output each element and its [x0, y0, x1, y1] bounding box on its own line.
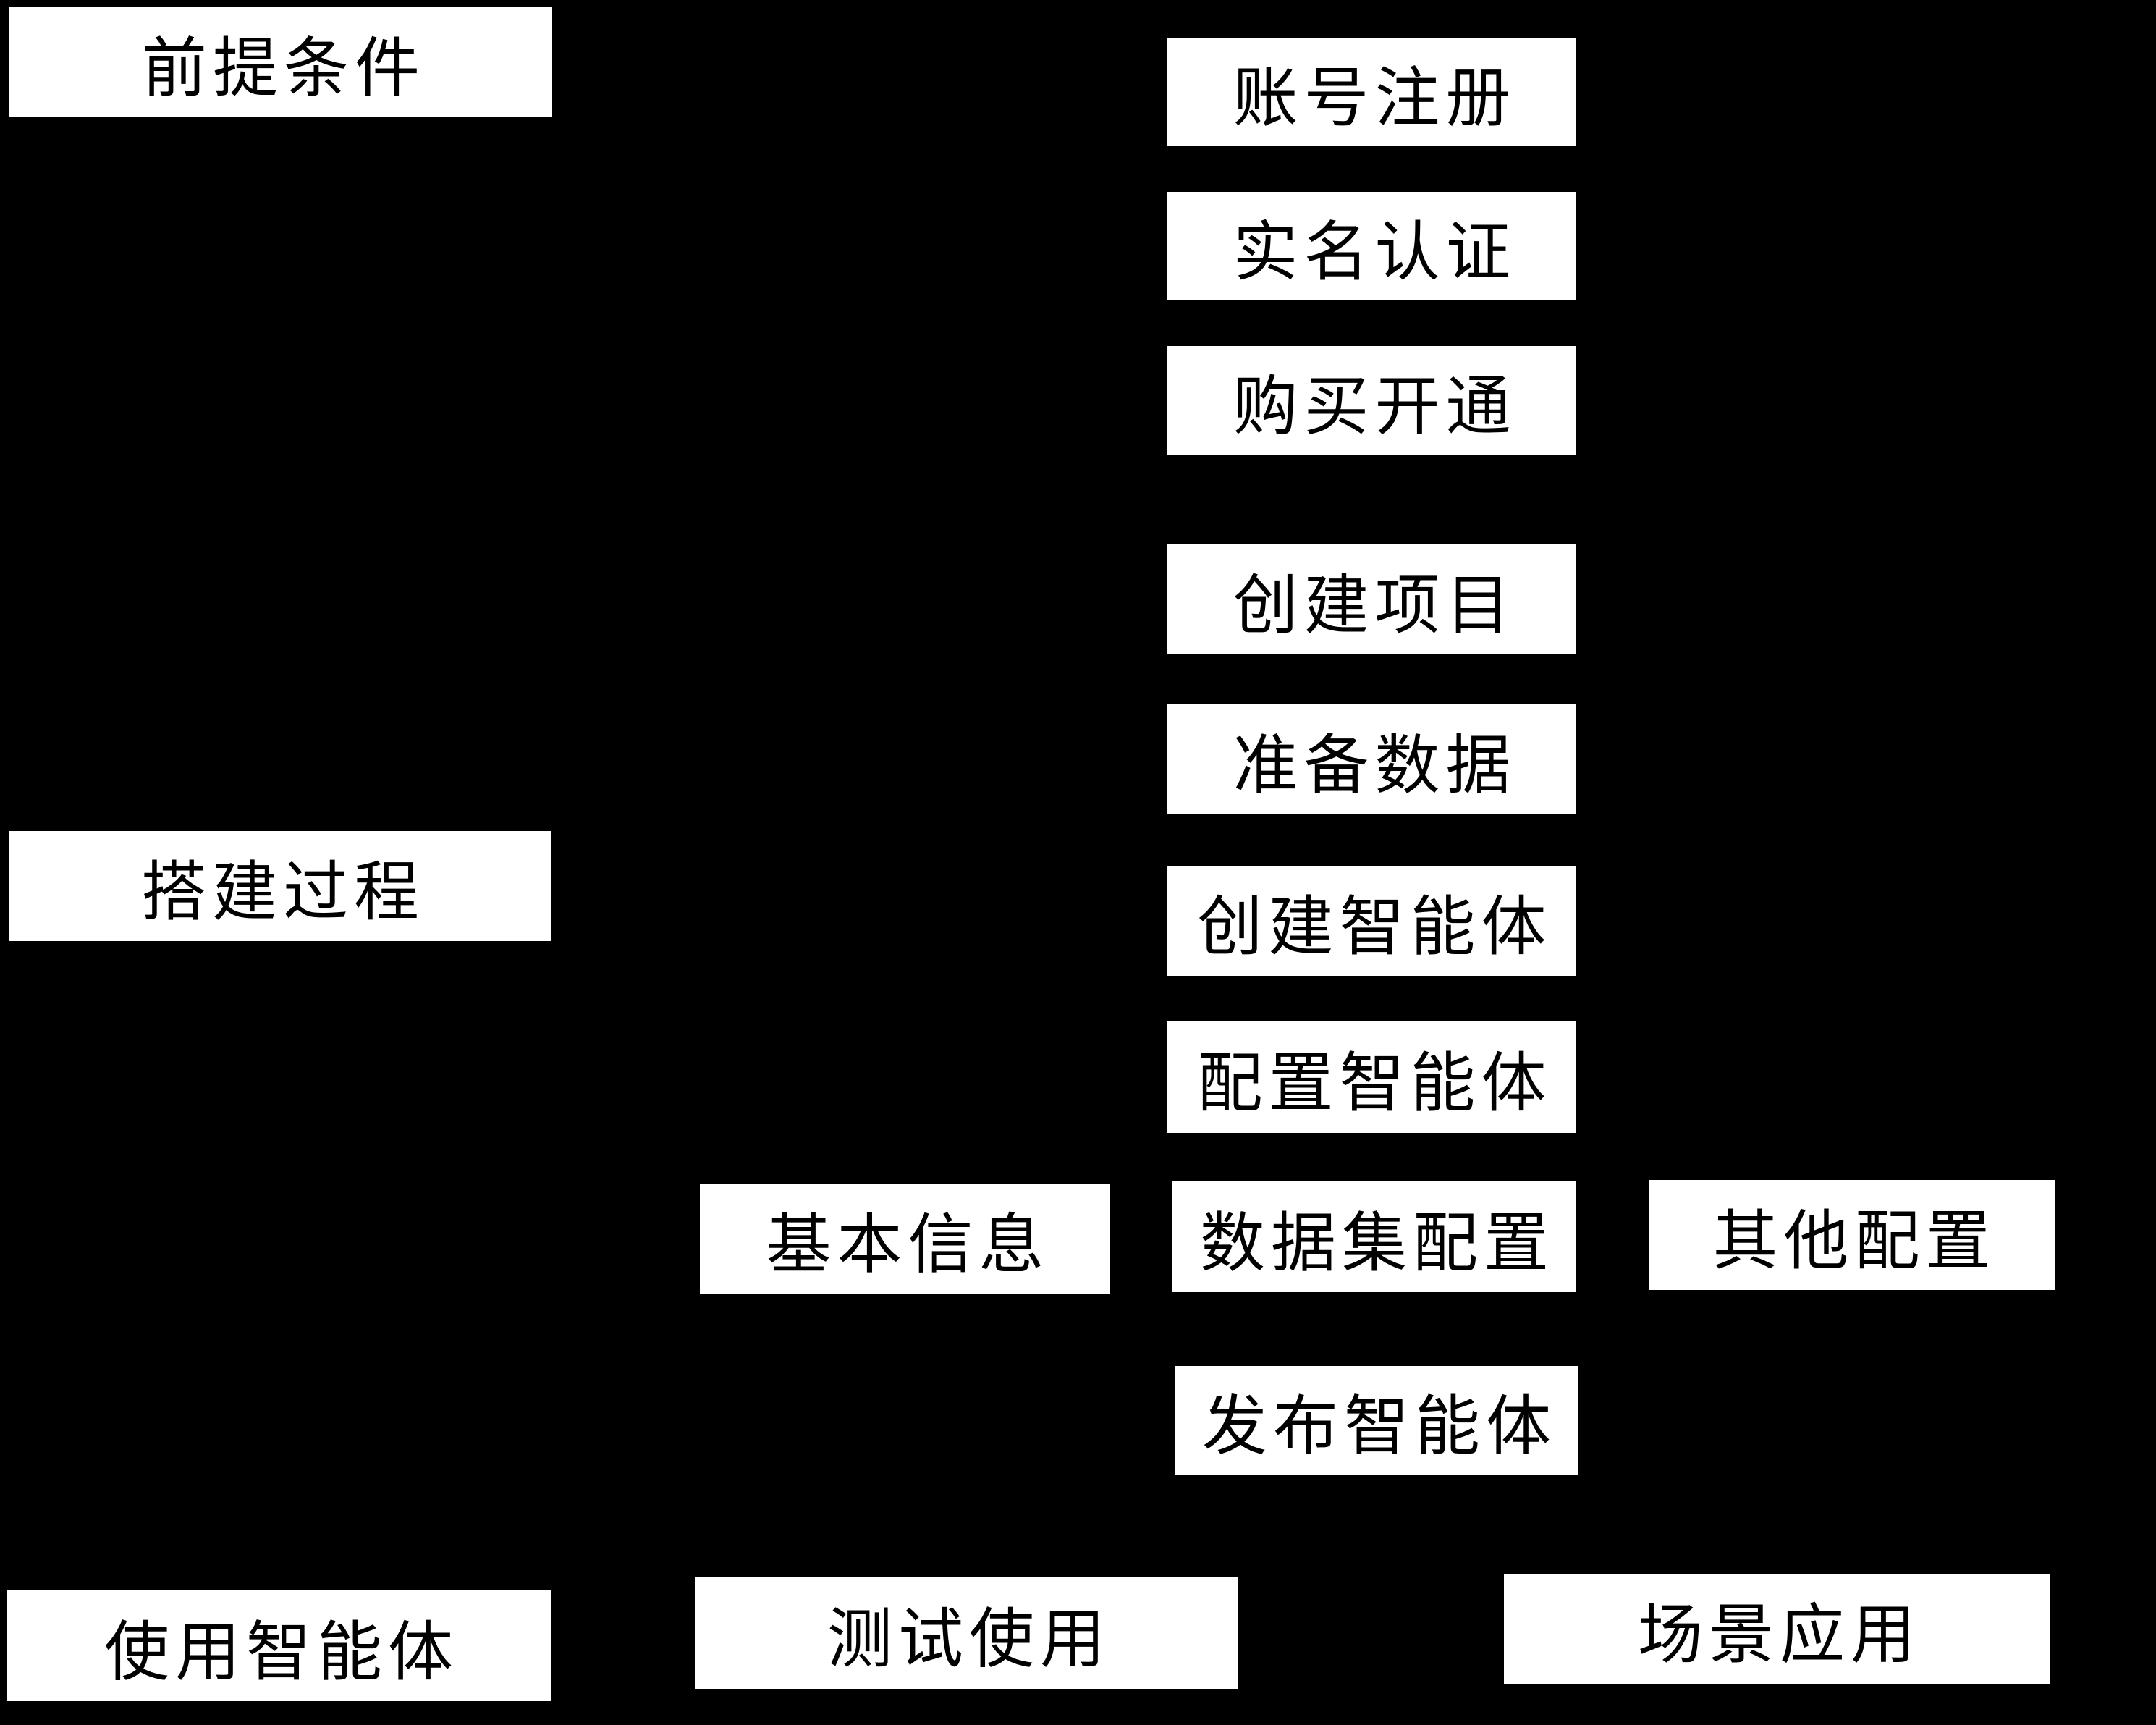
node-use-agent: 使用智能体 [7, 1590, 551, 1701]
node-prerequisites: 前提条件 [9, 7, 552, 117]
node-configure-agent: 配置智能体 [1167, 1021, 1576, 1133]
node-test-use: 测试使用 [695, 1577, 1238, 1689]
node-create-agent: 创建智能体 [1167, 866, 1576, 976]
node-create-project: 创建项目 [1167, 544, 1576, 654]
node-real-name-verification: 实名认证 [1167, 192, 1576, 300]
node-basic-info: 基本信息 [700, 1184, 1110, 1294]
node-build-process: 搭建过程 [9, 831, 551, 941]
node-other-config: 其他配置 [1649, 1180, 2055, 1290]
node-prepare-data: 准备数据 [1167, 704, 1576, 814]
node-account-registration: 账号注册 [1167, 38, 1576, 146]
node-purchase-activation: 购买开通 [1167, 346, 1576, 455]
node-scenario-application: 场景应用 [1504, 1574, 2050, 1684]
node-dataset-config: 数据集配置 [1172, 1181, 1576, 1292]
node-publish-agent: 发布智能体 [1175, 1366, 1578, 1475]
